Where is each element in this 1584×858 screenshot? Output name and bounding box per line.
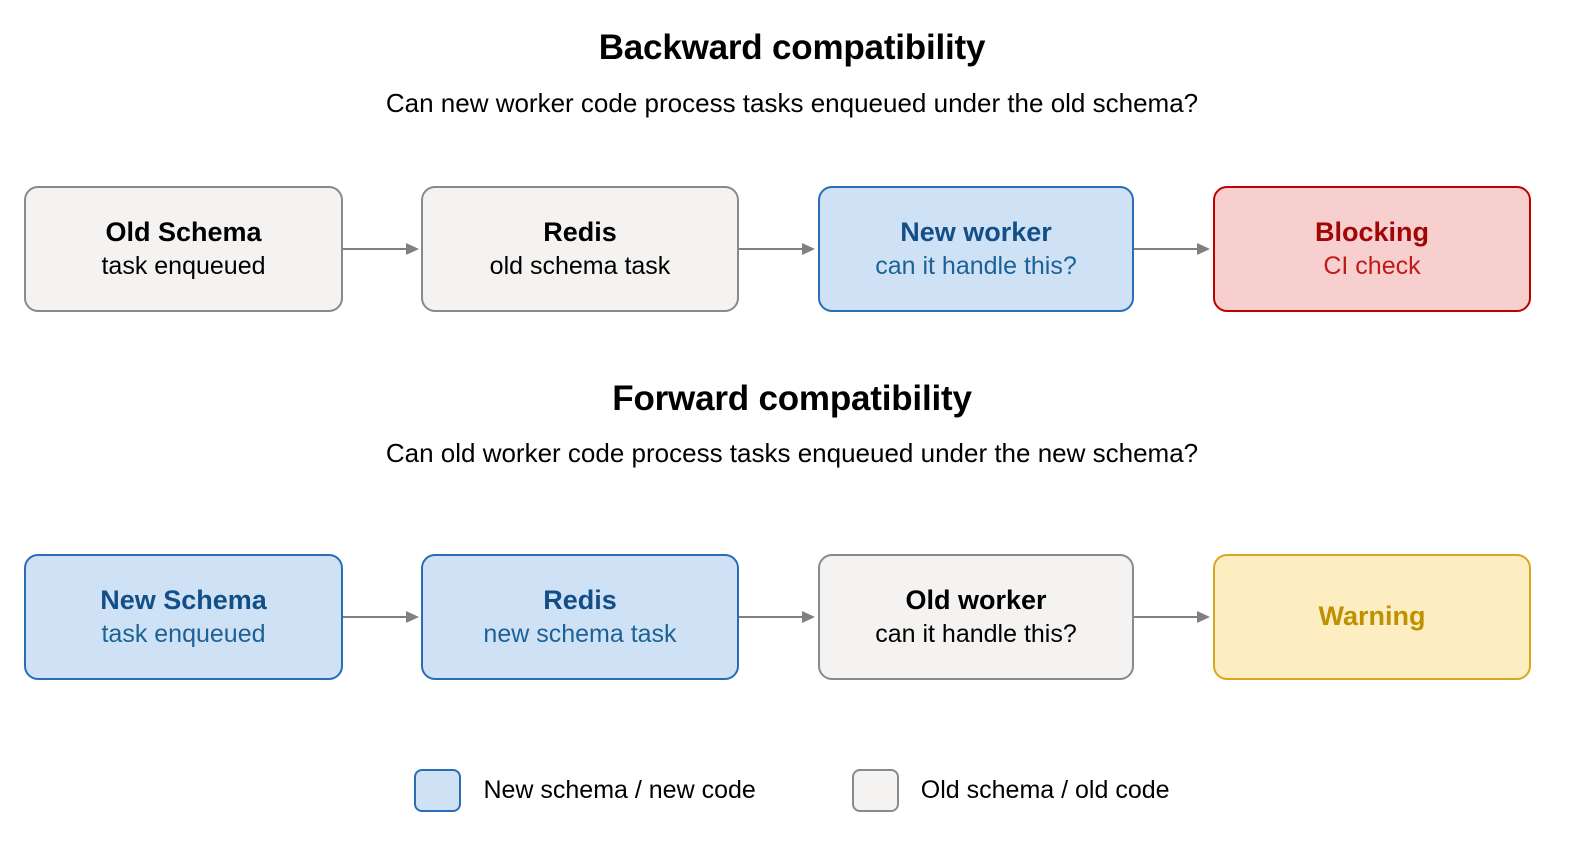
node-warning[interactable]: Warning — [1213, 554, 1531, 680]
node-redis-new[interactable]: Redis new schema task — [421, 554, 739, 680]
arrow-head — [802, 611, 815, 623]
node-subtitle: can it handle this? — [875, 251, 1077, 280]
node-title: New Schema — [100, 584, 267, 615]
legend-swatch-grey-icon — [851, 769, 899, 812]
arrow-head — [406, 243, 419, 255]
node-redis-old[interactable]: Redis old schema task — [421, 186, 739, 312]
node-new-schema[interactable]: New Schema task enqueued — [24, 554, 343, 680]
node-old-schema[interactable]: Old Schema task enqueued — [24, 186, 343, 312]
legend-label: New schema / new code — [483, 776, 756, 804]
arrow-shaft — [343, 616, 409, 618]
flow-row-forward: New Schema task enqueued Redis new schem… — [0, 554, 1584, 680]
arrow-right-icon — [739, 241, 819, 257]
arrow-shaft — [1134, 248, 1200, 250]
arrow-head — [1197, 243, 1210, 255]
node-old-worker[interactable]: Old worker can it handle this? — [818, 554, 1134, 680]
node-title: Old Schema — [105, 216, 262, 247]
arrow-head — [1197, 611, 1210, 623]
arrow-shaft — [1134, 616, 1200, 618]
legend: New schema / new code Old schema / old c… — [0, 769, 1584, 812]
legend-item-new: New schema / new code — [414, 769, 756, 812]
node-title: New worker — [900, 216, 1052, 247]
flow-row-backward: Old Schema task enqueued Redis old schem… — [0, 186, 1584, 312]
arrow-right-icon — [1134, 241, 1214, 257]
arrow-shaft — [739, 616, 805, 618]
arrow-shaft — [343, 248, 409, 250]
section-subtitle-forward: Can old worker code process tasks enqueu… — [385, 438, 1199, 468]
node-title: Blocking — [1314, 216, 1429, 247]
arrow-right-icon — [343, 609, 423, 625]
node-new-worker[interactable]: New worker can it handle this? — [818, 186, 1134, 312]
node-title: Old worker — [905, 584, 1047, 615]
section-title-forward: Forward compatibility — [612, 379, 972, 418]
node-subtitle: task enqueued — [101, 251, 266, 280]
legend-label: Old schema / old code — [920, 776, 1170, 804]
node-subtitle: new schema task — [483, 619, 677, 648]
section-title-backward: Backward compatibility — [598, 28, 986, 67]
arrow-right-icon — [343, 241, 423, 257]
node-title: Warning — [1318, 601, 1426, 632]
node-blocking-ci-check[interactable]: Blocking CI check — [1213, 186, 1531, 312]
section-subtitle-backward: Can new worker code process tasks enqueu… — [385, 88, 1199, 118]
node-title: Redis — [543, 216, 617, 247]
legend-item-old: Old schema / old code — [851, 769, 1170, 812]
arrow-head — [406, 611, 419, 623]
node-subtitle: old schema task — [489, 251, 671, 280]
arrow-right-icon — [739, 609, 819, 625]
legend-swatch-blue-icon — [414, 769, 462, 812]
node-subtitle: can it handle this? — [875, 619, 1077, 648]
node-title: Redis — [543, 584, 617, 615]
arrow-shaft — [739, 248, 805, 250]
arrow-head — [802, 243, 815, 255]
node-subtitle: CI check — [1323, 251, 1421, 280]
arrow-right-icon — [1134, 609, 1214, 625]
node-subtitle: task enqueued — [101, 619, 266, 648]
